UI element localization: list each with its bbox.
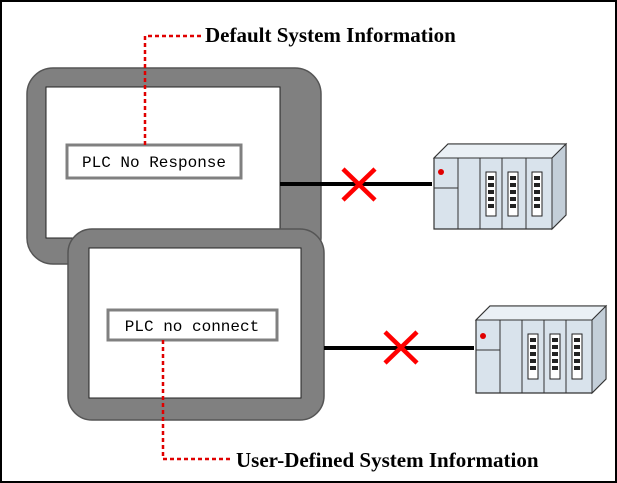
leader-line-user <box>161 340 233 461</box>
plc-icon-bottom <box>474 304 608 395</box>
disconnect-x-icon-top <box>341 167 377 202</box>
message-text-bottom: PLC no connect <box>125 318 259 336</box>
leader-line-default <box>143 34 203 145</box>
disconnect-x-icon-bottom <box>383 330 419 365</box>
label-user-defined-system-info: User-Defined System Information <box>236 448 539 472</box>
hmi-panel-top: PLC No Response <box>26 67 322 265</box>
hmi-panel-bottom: PLC no connect <box>67 228 325 421</box>
plc-icon-top <box>432 142 568 231</box>
message-box-bottom <box>106 308 279 342</box>
message-text-top: PLC No Response <box>82 154 226 172</box>
plc-led-bottom <box>480 333 486 339</box>
plc-led-top <box>438 169 444 175</box>
label-default-system-info: Default System Information <box>205 23 456 47</box>
message-box-top <box>65 143 243 180</box>
